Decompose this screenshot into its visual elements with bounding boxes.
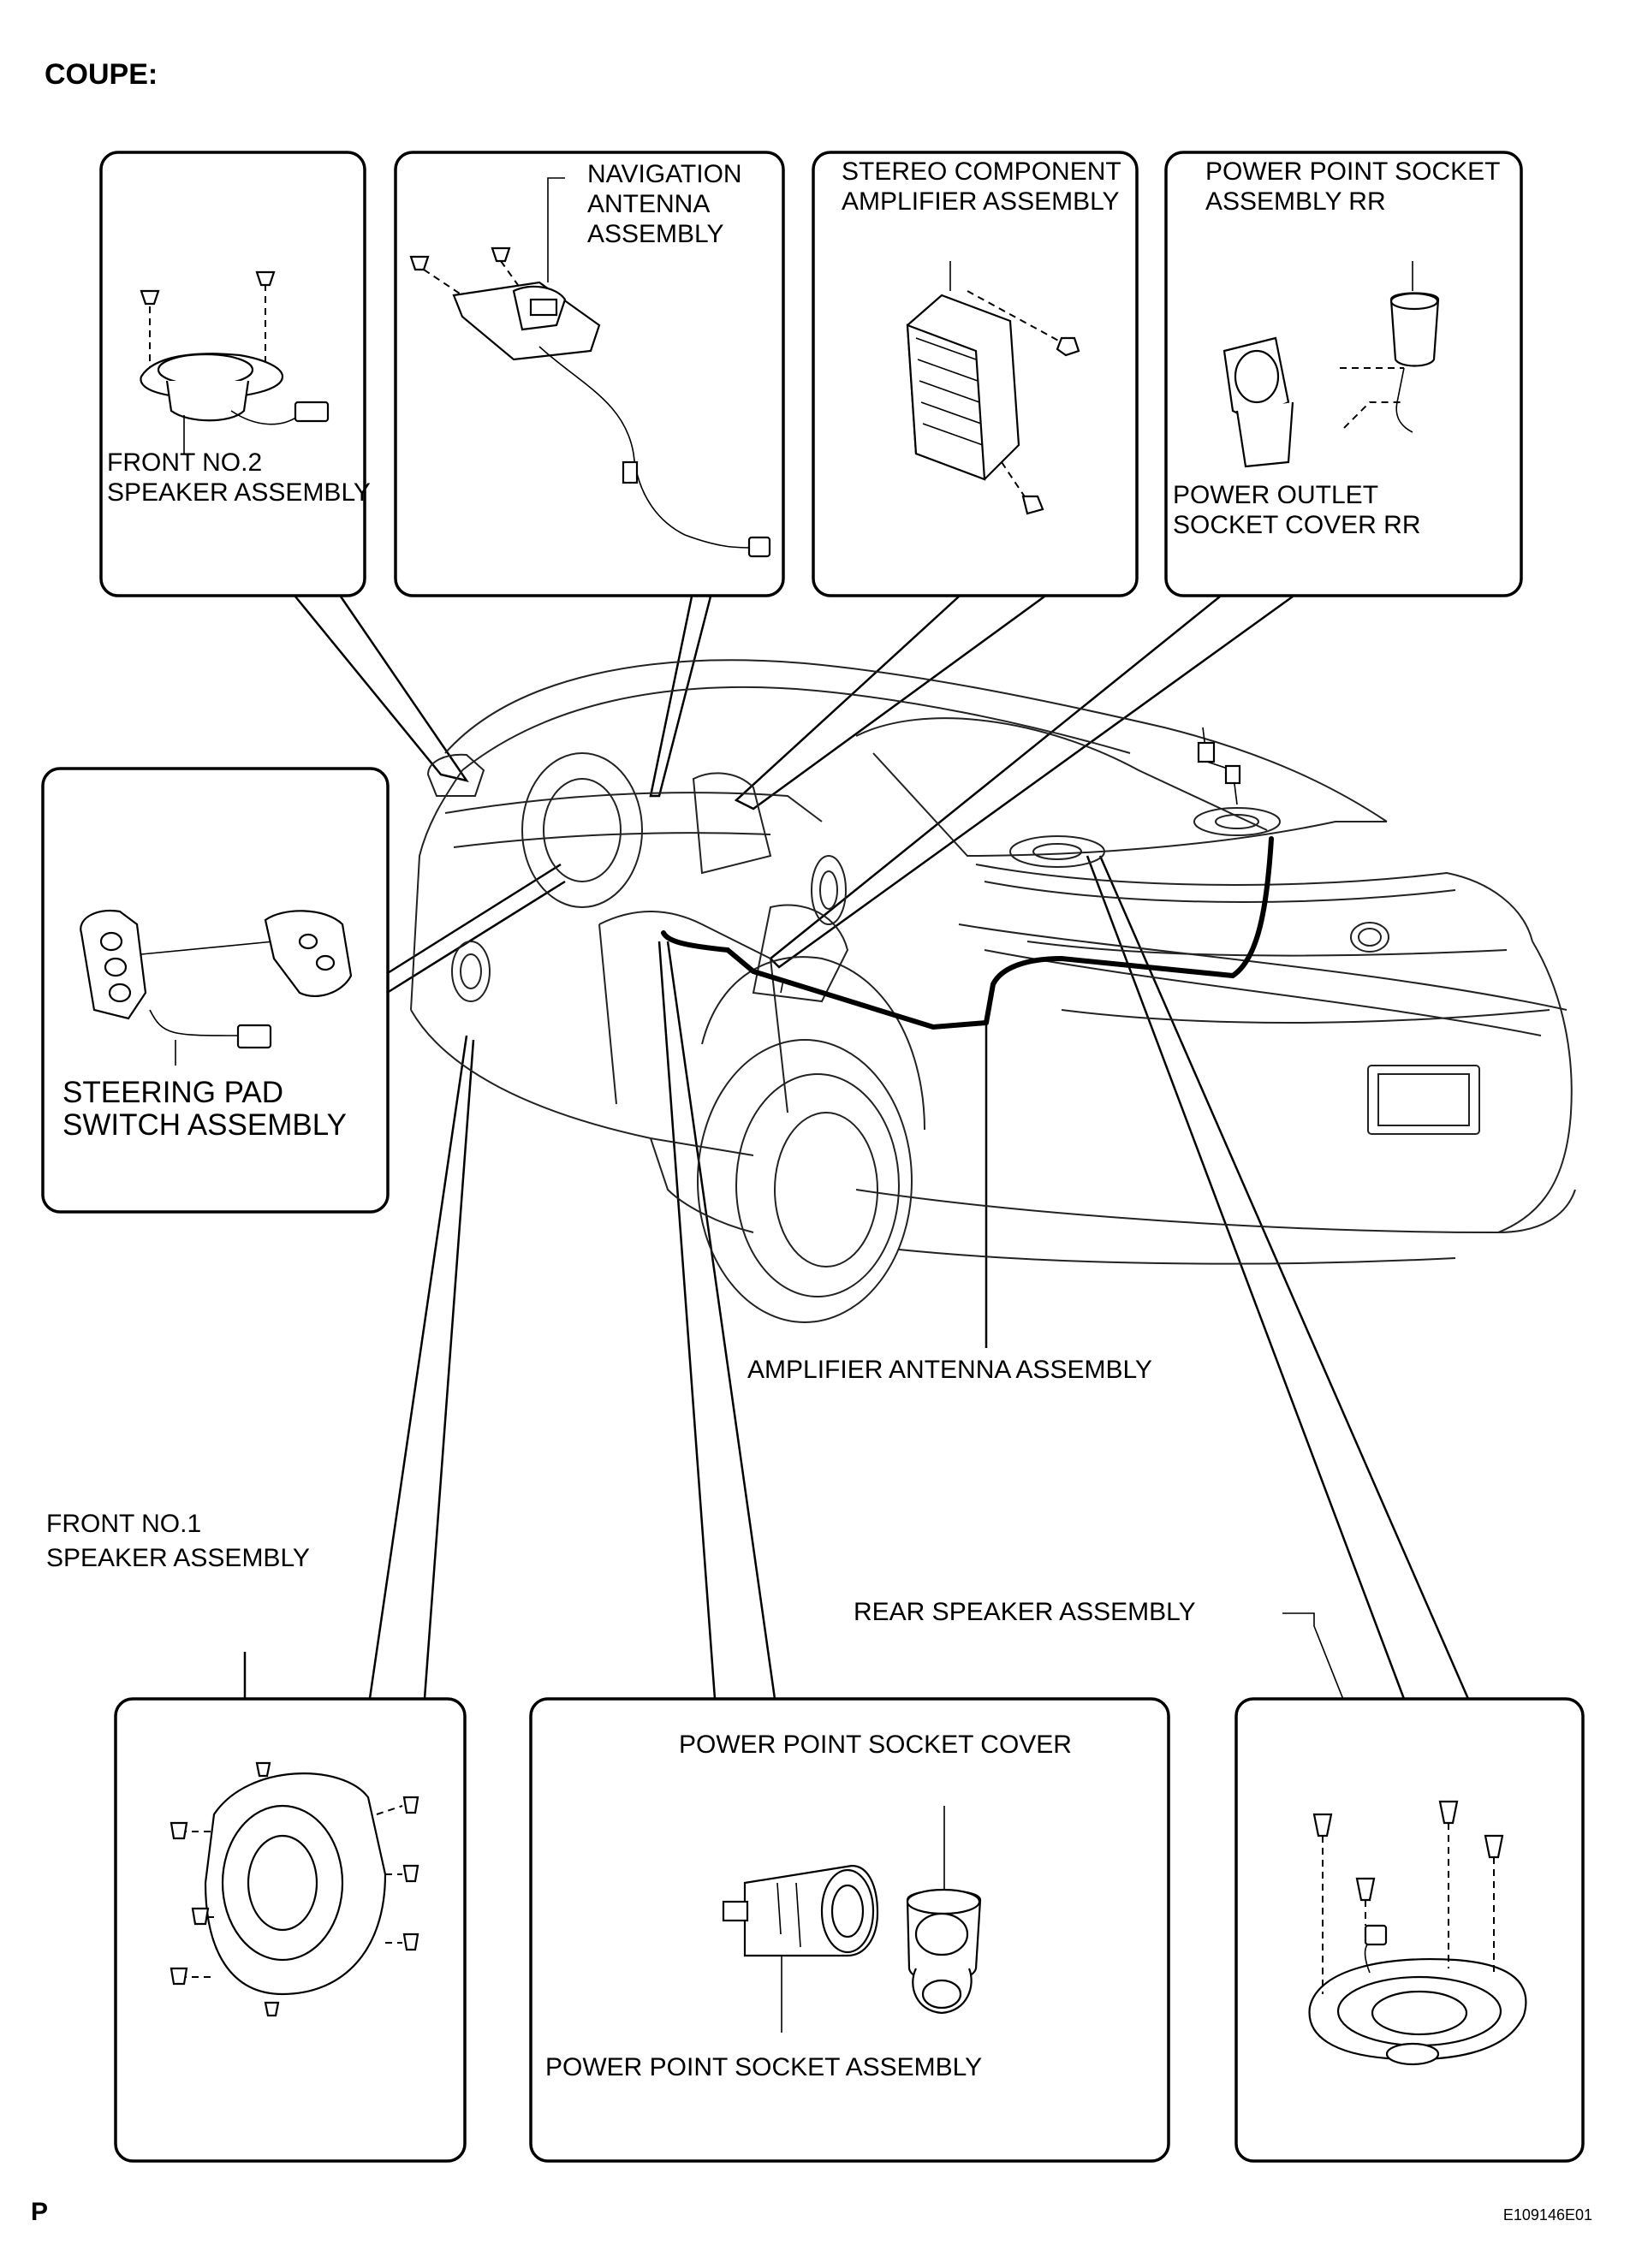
page-code-left: P <box>31 2198 48 2226</box>
car-outline <box>410 659 1576 1323</box>
navigation-antenna-illustration <box>409 177 771 558</box>
front-no2-speaker-illustration <box>140 270 330 454</box>
steering-pad-switch-illustration <box>80 909 353 1066</box>
power-point-socket-rr-box: POWER POINT SOCKET ASSEMBLY RR POWER OUT… <box>1164 151 1523 597</box>
antenna-harness <box>661 727 1274 1030</box>
page-title: COUPE: <box>45 58 158 91</box>
power-outlet-cover-rr-label-2: SOCKET COVER RR <box>1173 511 1421 539</box>
steering-pad-switch-label-1: STEERING PAD <box>62 1076 283 1109</box>
front-no1-speaker-illustration <box>170 1761 419 2017</box>
front-no2-speaker-label-1: FRONT NO.2 <box>107 448 262 477</box>
steering-pad-switch-box: STEERING PAD SWITCH ASSEMBLY <box>41 767 390 1214</box>
front-no1-speaker-label-2: SPEAKER ASSEMBLY <box>46 1544 310 1572</box>
rear-speaker-label: REAR SPEAKER ASSEMBLY <box>854 1598 1196 1626</box>
navigation-antenna-box: NAVIGATION ANTENNA ASSEMBLY <box>394 151 785 597</box>
power-point-socket-rr-illustration <box>1222 261 1440 468</box>
power-point-socket-box: POWER POINT SOCKET COVER POWER POINT SOC… <box>529 1697 1170 2163</box>
power-point-socket-assembly-label: POWER POINT SOCKET ASSEMBLY <box>545 2053 982 2081</box>
power-point-socket-rr-label-1: POWER POINT SOCKET <box>1205 157 1501 186</box>
front-no2-speaker-label-2: SPEAKER ASSEMBLY <box>107 478 371 507</box>
amplifier-antenna-label: AMPLIFIER ANTENNA ASSEMBLY <box>747 1356 1152 1384</box>
front-no1-speaker-label-1: FRONT NO.1 <box>46 1510 201 1538</box>
stereo-amplifier-label-1: STEREO COMPONENT <box>842 157 1121 186</box>
stereo-amplifier-illustration <box>906 261 1080 515</box>
power-point-socket-rr-label-2: ASSEMBLY RR <box>1205 187 1386 216</box>
navigation-antenna-label-1: NAVIGATION <box>587 160 742 188</box>
front-no2-speaker-box: FRONT NO.2 SPEAKER ASSEMBLY <box>99 151 371 597</box>
front-no1-speaker-box <box>114 1697 467 2163</box>
steering-pad-switch-label-2: SWITCH ASSEMBLY <box>62 1108 347 1142</box>
stereo-amplifier-box: STEREO COMPONENT AMPLIFIER ASSEMBLY <box>812 151 1139 597</box>
rear-speaker-illustration <box>1308 1800 1527 2066</box>
figure-id: E109146E01 <box>1503 2206 1592 2223</box>
power-point-socket-illustration <box>722 1806 982 2033</box>
leader-lines <box>294 595 1470 1711</box>
rear-speaker-box <box>1234 1697 1585 2163</box>
navigation-antenna-label-3: ASSEMBLY <box>587 220 724 248</box>
power-outlet-cover-rr-label-1: POWER OUTLET <box>1173 481 1378 509</box>
navigation-antenna-label-2: ANTENNA <box>587 190 710 218</box>
stereo-amplifier-label-2: AMPLIFIER ASSEMBLY <box>842 187 1120 216</box>
power-point-socket-cover-label: POWER POINT SOCKET COVER <box>679 1731 1072 1759</box>
